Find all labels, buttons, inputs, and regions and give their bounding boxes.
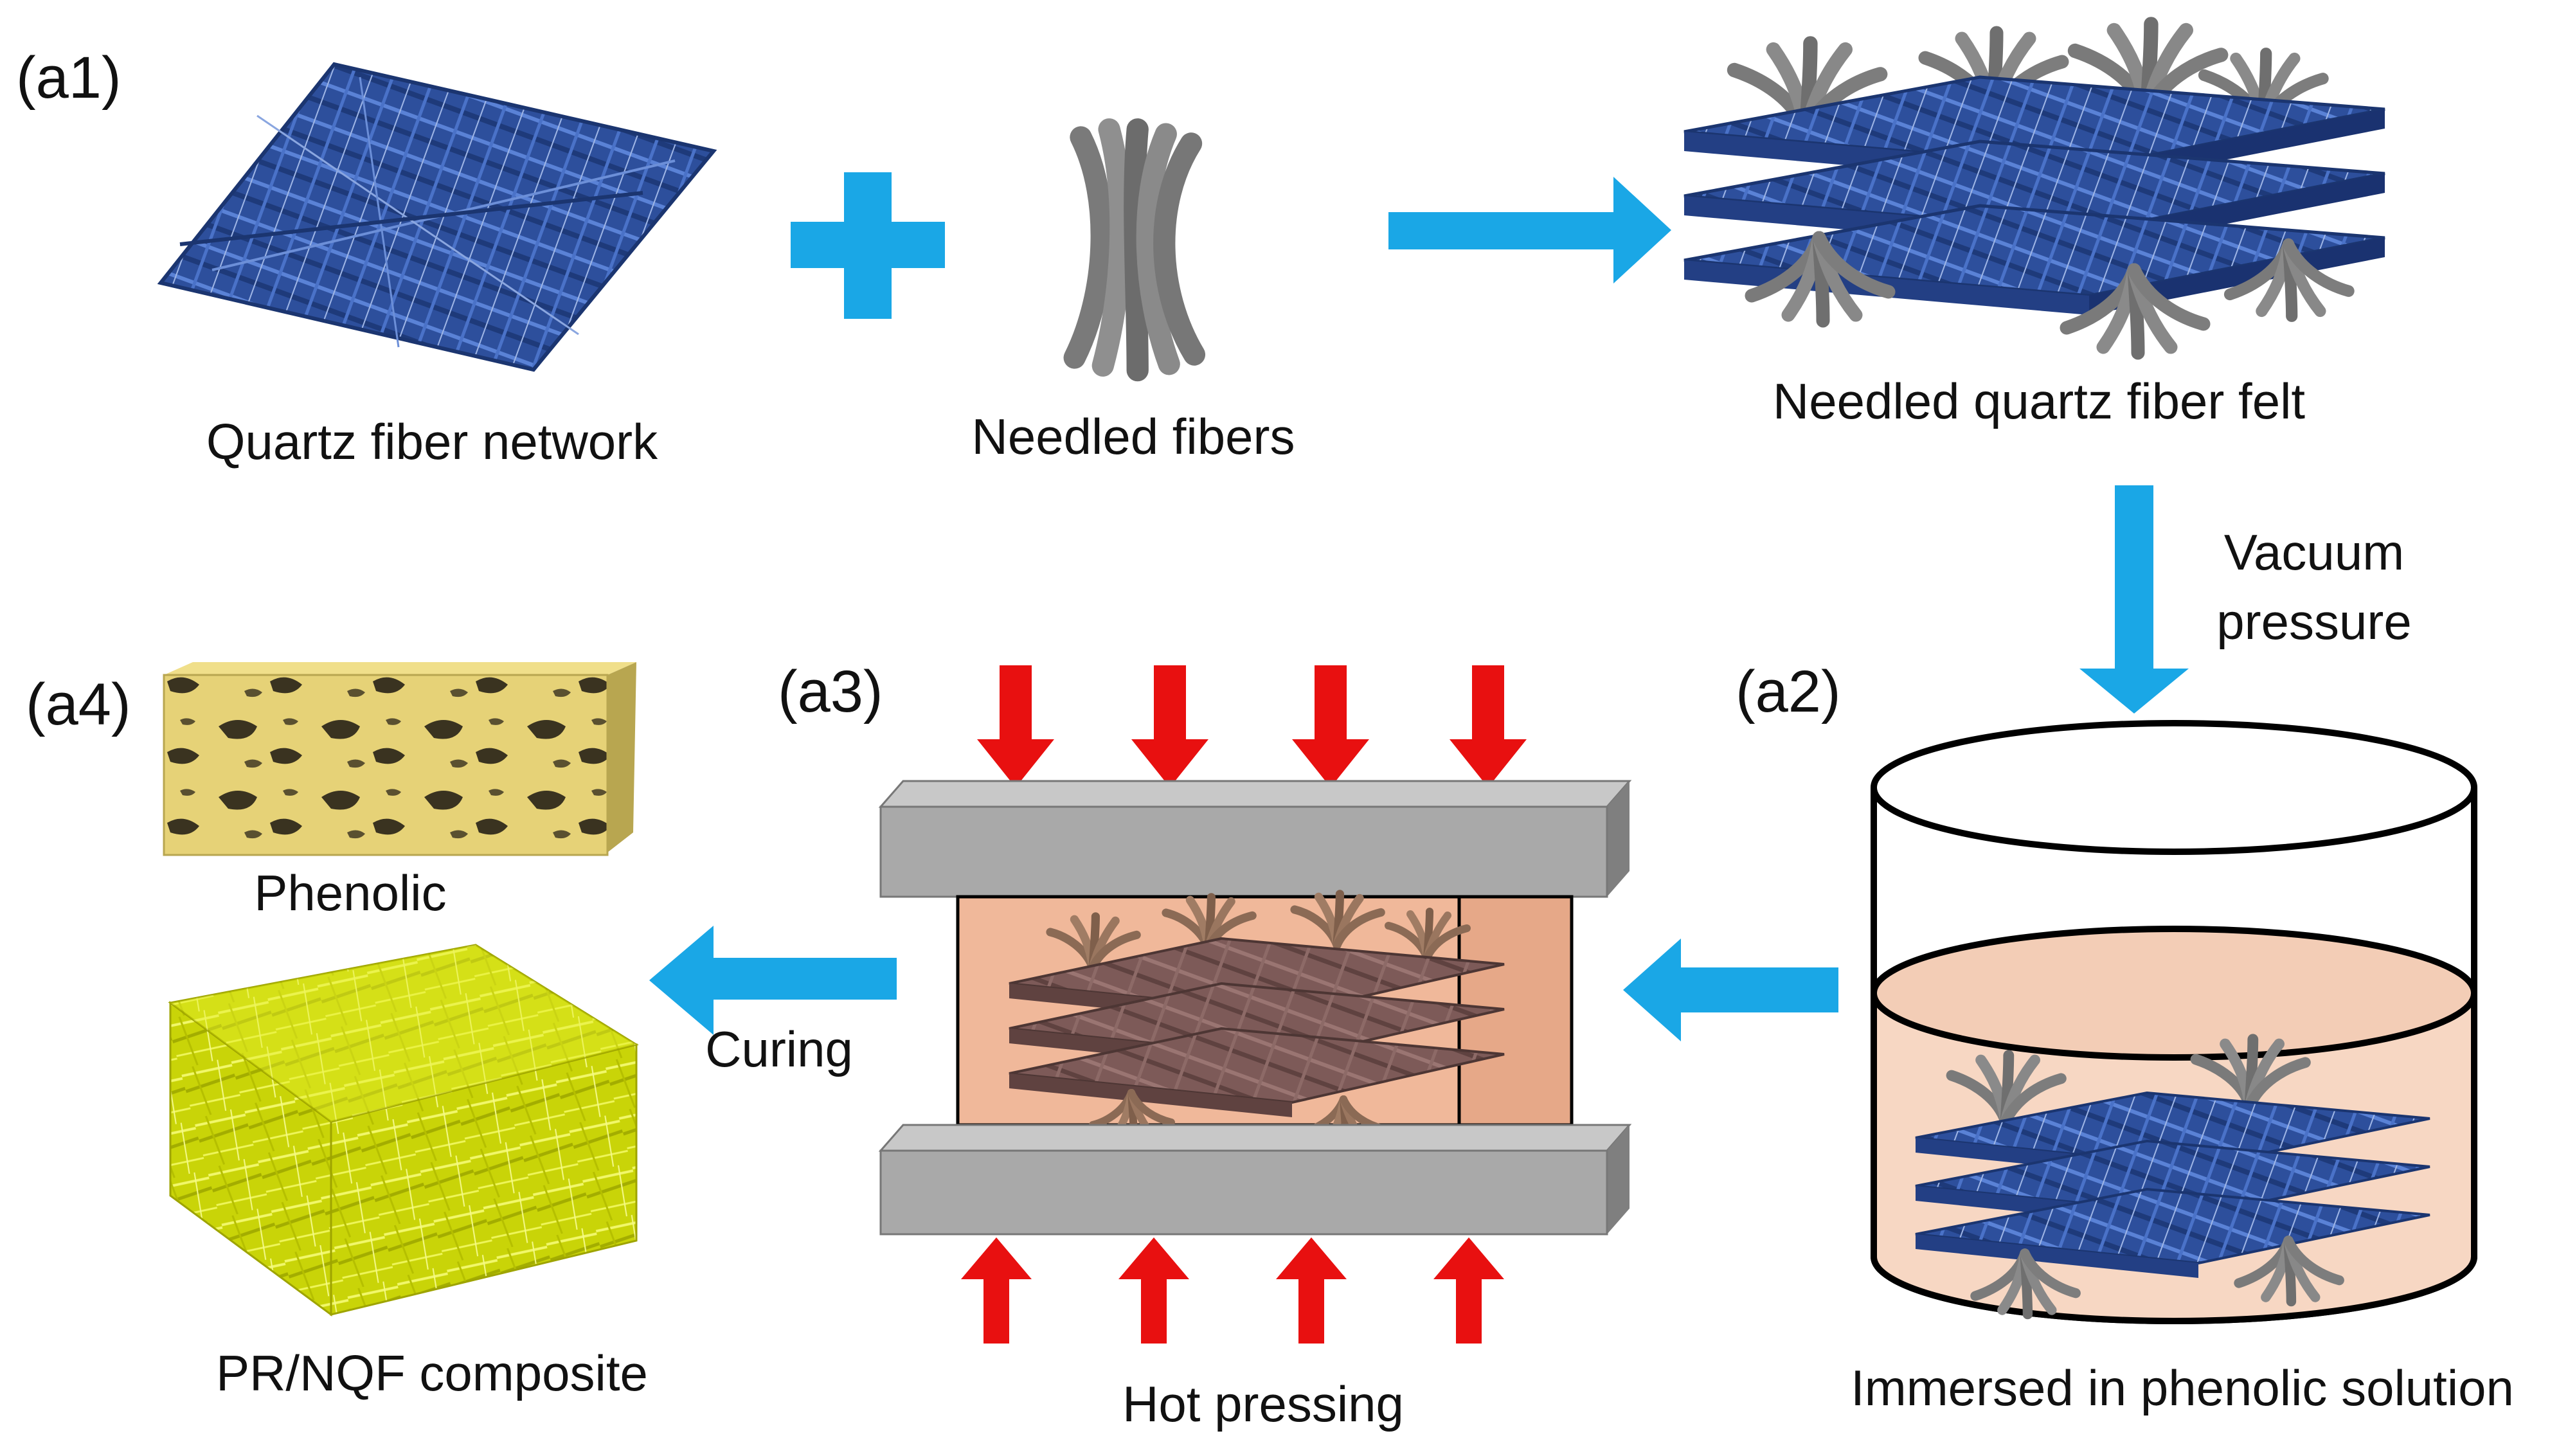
caption-hot-pressing: Hot pressing — [1122, 1376, 1404, 1432]
panel-label-a1: (a1) — [16, 45, 121, 111]
arrow-right-icon — [1388, 177, 1671, 283]
needled-quartz-fiber-felt — [1684, 24, 2385, 353]
plus-icon — [791, 172, 945, 319]
beaker-with-phenolic-solution — [1871, 720, 2477, 1324]
caption-curing: Curing — [705, 1021, 853, 1077]
hot-press — [878, 665, 1632, 1344]
panel-label-a2: (a2) — [1736, 659, 1841, 724]
caption-needled-fibers: Needled fibers — [971, 408, 1295, 465]
caption-pressure: pressure — [2216, 593, 2412, 650]
panel-label-a3: (a3) — [778, 659, 883, 724]
press-arrows-top — [977, 665, 1527, 787]
quartz-fiber-network — [157, 62, 717, 372]
caption-needled-quartz-fiber-felt: Needled quartz fiber felt — [1772, 373, 2306, 429]
press-arrows-bottom — [961, 1237, 1504, 1344]
caption-phenolic: Phenolic — [254, 865, 447, 921]
caption-quartz-fiber-network: Quartz fiber network — [206, 413, 658, 470]
caption-pr-nqf-composite: PR/NQF composite — [216, 1345, 648, 1401]
caption-vacuum: Vacuum — [2223, 524, 2405, 580]
pr-nqf-composite-block — [168, 944, 639, 1317]
phenolic-foam-block — [163, 662, 636, 856]
arrow-down-icon — [2079, 485, 2189, 714]
panel-label-a4: (a4) — [26, 672, 131, 737]
needled-fibers-bundle — [1075, 129, 1194, 370]
arrow-left-icon — [649, 926, 897, 1035]
arrow-left-icon — [1623, 939, 1838, 1041]
caption-immersed-in-phenolic-solution: Immersed in phenolic solution — [1851, 1360, 2514, 1416]
